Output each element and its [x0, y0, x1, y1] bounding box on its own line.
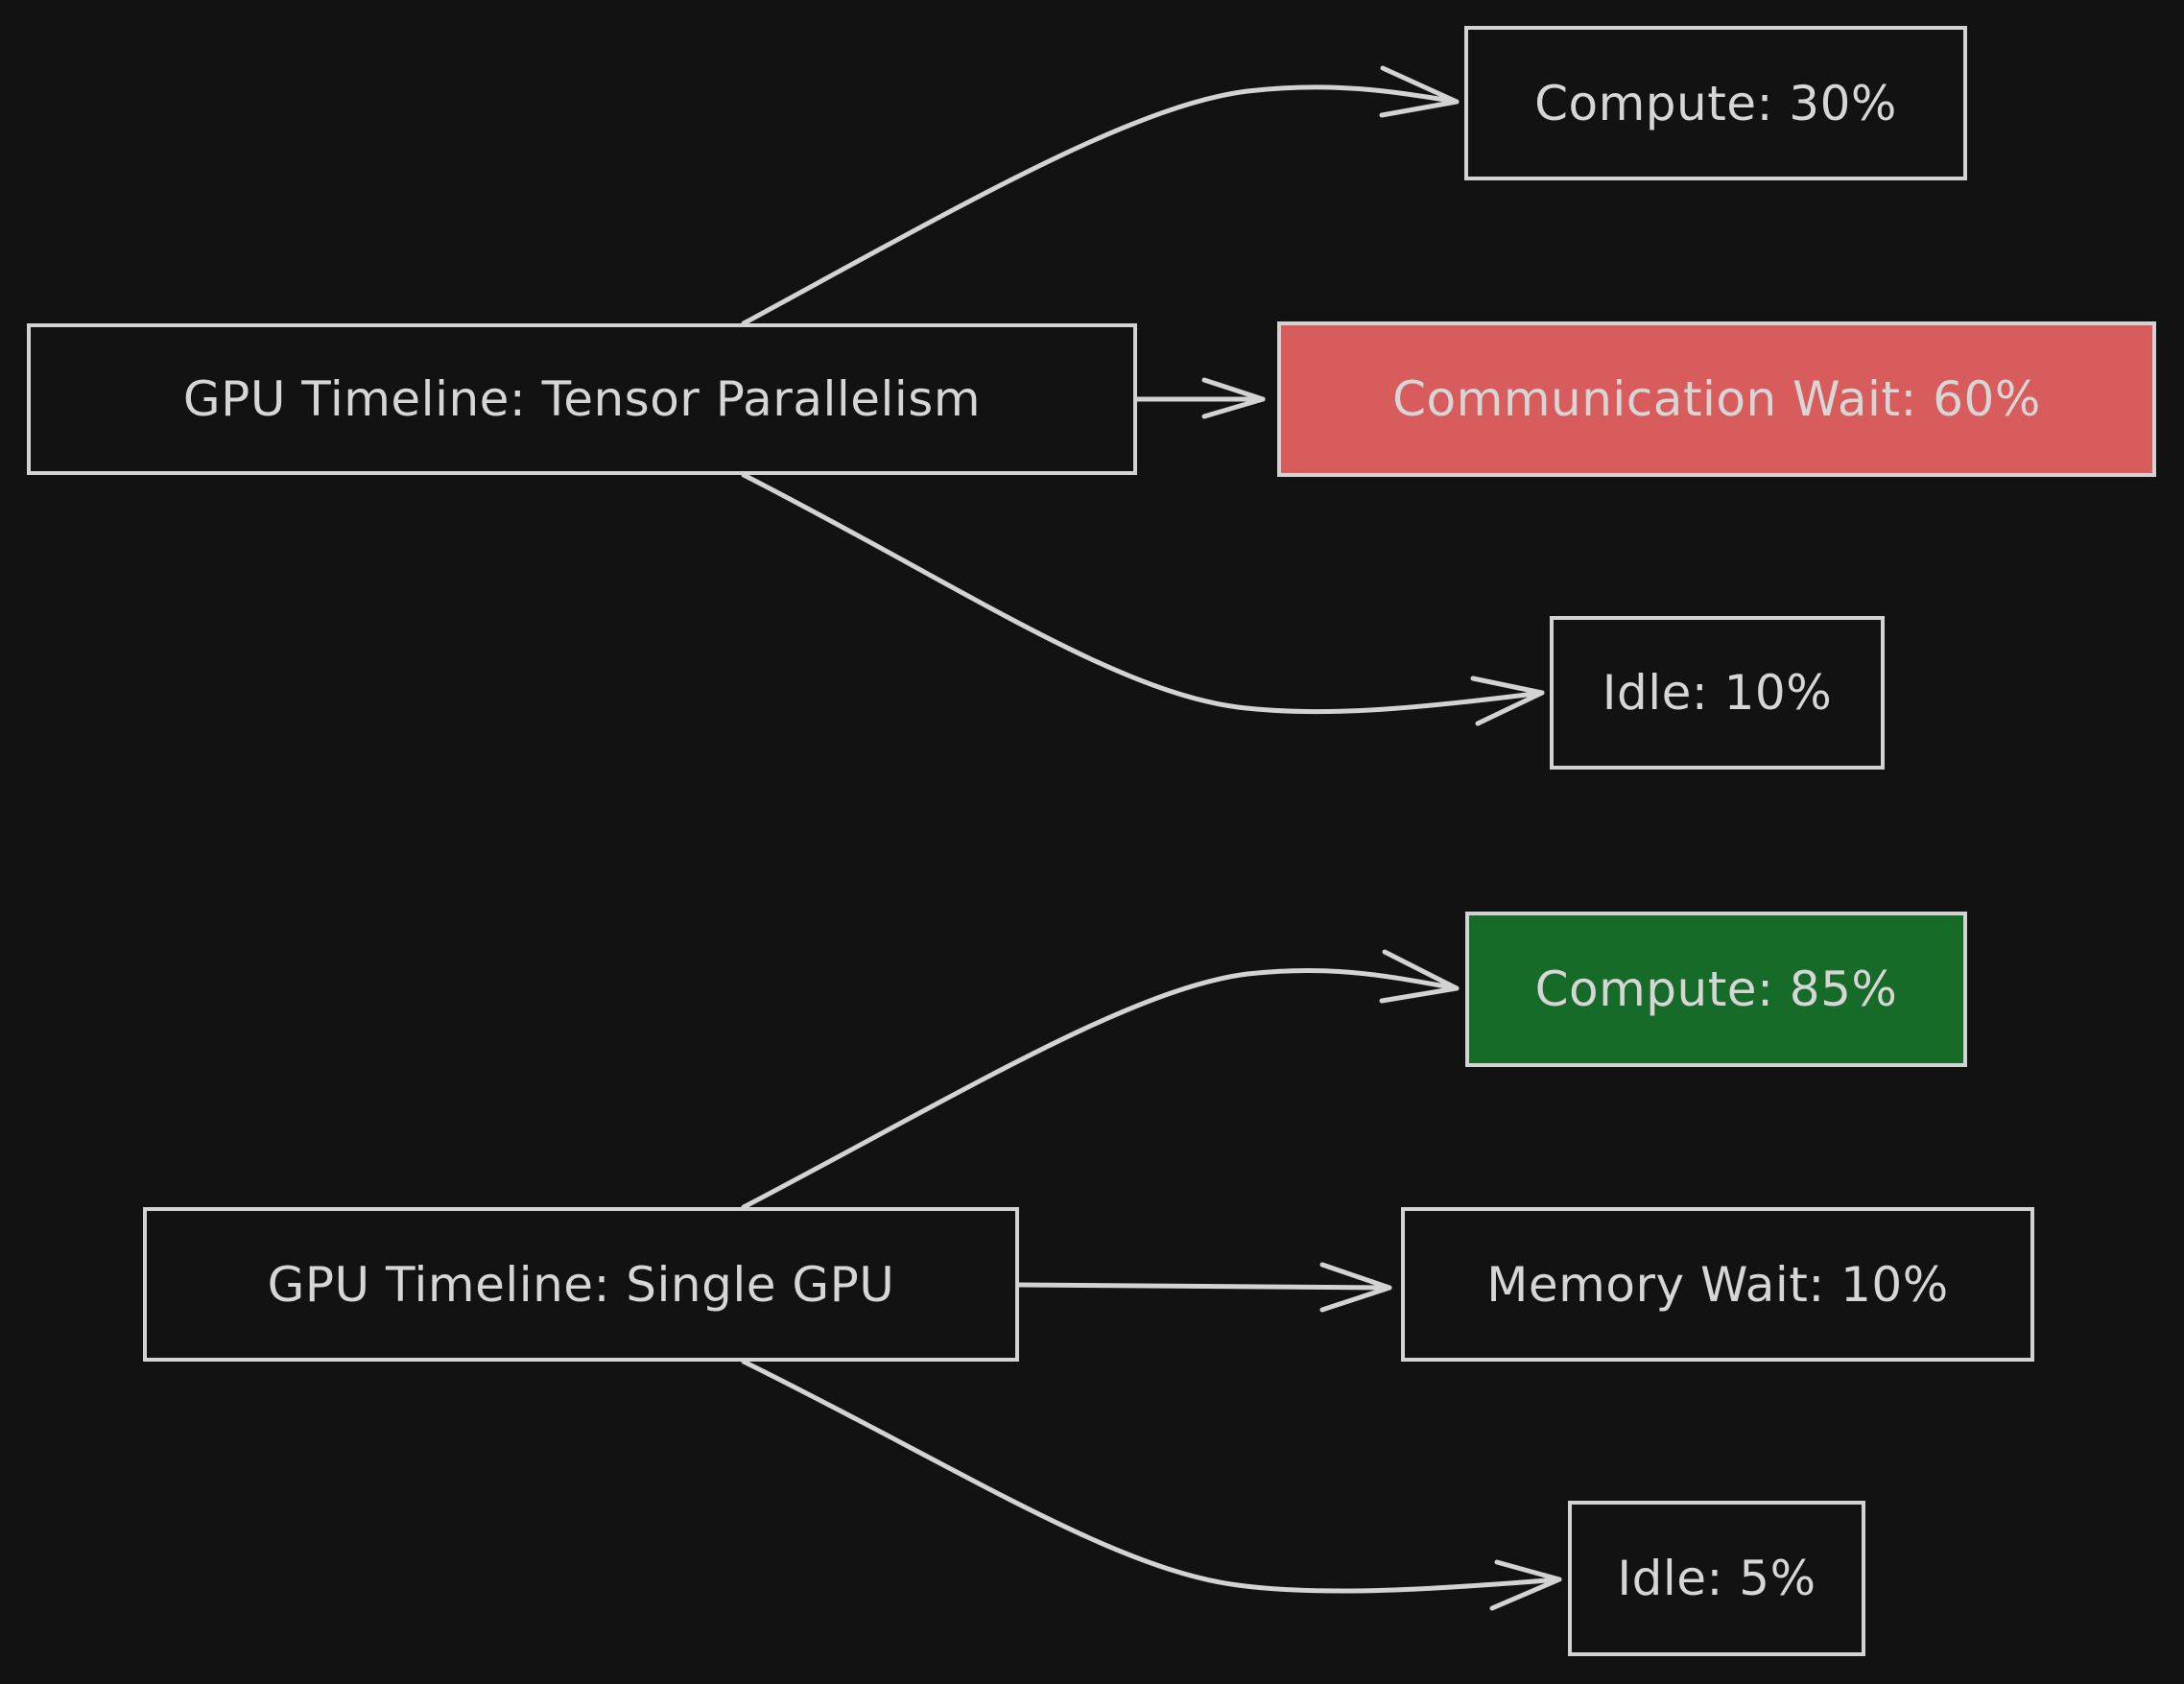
- node-label: GPU Timeline: Tensor Parallelism: [182, 371, 982, 427]
- node-communication-wait-60[interactable]: Communication Wait: 60%: [1277, 321, 2156, 477]
- node-tensor-parallelism[interactable]: GPU Timeline: Tensor Parallelism: [27, 323, 1137, 475]
- arrowhead-icon: [1319, 1262, 1392, 1313]
- node-label: Idle: 5%: [1617, 1551, 1816, 1606]
- node-label: Compute: 30%: [1534, 75, 1897, 131]
- edge-tensor-to-idle: [741, 472, 1545, 715]
- node-memory-wait-10[interactable]: Memory Wait: 10%: [1401, 1207, 2034, 1362]
- node-label: Idle: 10%: [1602, 665, 1833, 721]
- node-idle-10[interactable]: Idle: 10%: [1550, 616, 1885, 770]
- edge-single-to-idle: [741, 1359, 1562, 1594]
- node-label: Communication Wait: 60%: [1392, 371, 2041, 427]
- node-compute-30[interactable]: Compute: 30%: [1464, 26, 1967, 180]
- node-label: Memory Wait: 10%: [1486, 1256, 1949, 1313]
- edge-tensor-to-compute: [741, 84, 1460, 326]
- arrowhead-icon: [1379, 65, 1460, 118]
- node-idle-5[interactable]: Idle: 5%: [1568, 1501, 1865, 1656]
- node-label: GPU Timeline: Single GPU: [267, 1256, 895, 1313]
- arrowhead-icon: [1379, 949, 1460, 1004]
- arrowhead-icon: [1470, 676, 1545, 726]
- node-single-gpu[interactable]: GPU Timeline: Single GPU: [143, 1207, 1019, 1362]
- arrowhead-icon: [1201, 377, 1266, 419]
- edge-single-to-memory-wait: [1016, 1282, 1392, 1291]
- node-label: Compute: 85%: [1534, 961, 1898, 1017]
- arrowhead-icon: [1489, 1559, 1562, 1611]
- node-compute-85[interactable]: Compute: 85%: [1465, 912, 1967, 1067]
- edge-single-to-compute: [741, 967, 1460, 1210]
